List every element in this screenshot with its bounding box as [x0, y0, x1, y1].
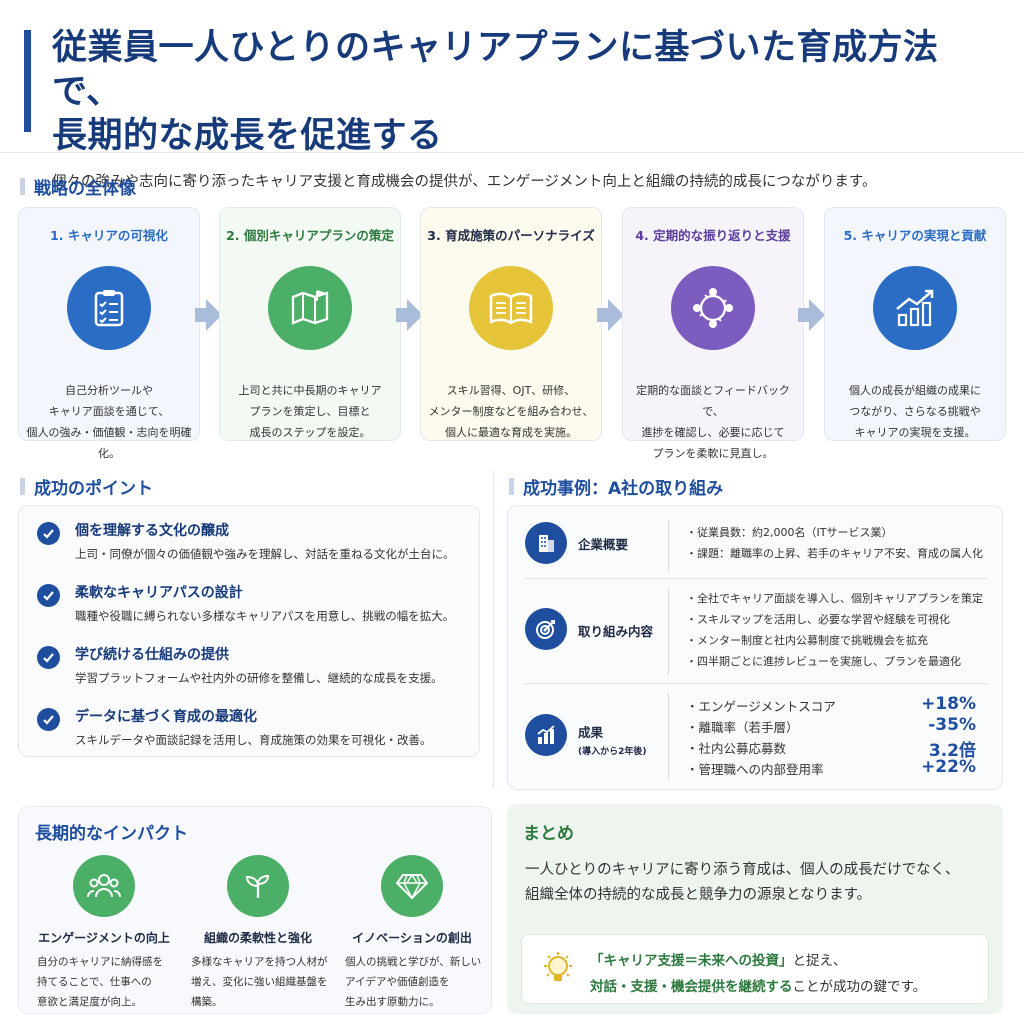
success-points-panel: 個を理解する文化の醸成 上司・同僚が個々の価値観や強みを理解し、対話を重ねる文化…	[18, 505, 480, 757]
step-title: 3. 育成施策のパーソナライズ	[427, 228, 595, 243]
strategy-step-2: 2. 個別キャリアプランの策定 上司と共に中長期のキャリア プランを策定し、目標…	[219, 207, 401, 441]
step-title: 2. 個別キャリアプランの策定	[226, 228, 394, 243]
header-accent-bar	[24, 30, 31, 132]
result-item: エンゲージメントスコア+18%	[686, 694, 976, 717]
step-description: 個人の成長が組織の成果に つながり、さらなる挑戦や キャリアの実現を支援。	[849, 384, 981, 439]
lightbulb-icon	[538, 949, 578, 989]
result-item: 管理職への内部登用率+22%	[686, 757, 976, 780]
step-title: 5. キャリアの実現と貢献	[843, 228, 987, 243]
open-book-icon	[469, 266, 553, 350]
strategy-step-5: 5. キャリアの実現と貢献 個人の成長が組織の成果に つながり、さらなる挑戦や …	[824, 207, 1006, 441]
summary-text: 一人ひとりのキャリアに寄り添う育成は、個人の成長だけでなく、 組織全体の持続的な…	[525, 862, 960, 903]
column-divider	[493, 470, 494, 788]
case-results-row: 成果 (導入から2年後) エンゲージメントスコア+18% 離職率（若手層）-35…	[508, 694, 1004, 786]
clipboard-checklist-icon	[67, 266, 151, 350]
step-description: 定期的な面談とフィードバックで、 進捗を確認し、必要に応じて プランを柔軟に見直…	[636, 384, 790, 460]
arrow-right-icon	[798, 299, 825, 331]
case-results-note: (導入から2年後)	[578, 747, 647, 757]
check-circle-icon	[37, 708, 60, 731]
strategy-step-1: 1. キャリアの可視化 自己分析ツールや キャリア面談を通じて、 個人の強み・価…	[18, 207, 200, 460]
summary-panel: まとめ 一人ひとりのキャリアに寄り添う育成は、個人の成長だけでなく、 組織全体の…	[507, 804, 1003, 1014]
success-point-item: 柔軟なキャリアパスの設計 職種や役職に縛られない多様なキャリアパスを用意し、挑戦…	[35, 582, 475, 624]
case-actions-row: 取り組み内容 全社でキャリア面談を導入し、個別キャリアプランを策定 スキルマップ…	[508, 588, 1004, 680]
impact-title: 長期的なインパクト	[35, 824, 188, 844]
impact-item: エンゲージメントの向上 自分のキャリアに納得感を 持てることで、仕事への 意欲と…	[29, 855, 179, 1012]
sprout-icon	[227, 855, 289, 917]
check-circle-icon	[37, 584, 60, 607]
arrow-right-icon	[195, 299, 222, 331]
title-line-1: 従業員一人ひとりのキャリアプランに基づいた育成方法で、	[52, 28, 939, 112]
step-description: 自己分析ツールや キャリア面談を通じて、 個人の強み・価値観・志向を明確化。	[26, 384, 192, 460]
strategy-step-3: 3. 育成施策のパーソナライズ スキル習得、OJT、研修、 メンター制度などを組…	[420, 207, 602, 441]
success-point-item: データに基づく育成の最適化 スキルデータや面談記録を活用し、育成施策の効果を可視…	[35, 706, 475, 748]
case-overview-row: 企業概要 従業員数：約2,000名（ITサービス業） 課題：離職率の上昇、若手の…	[508, 520, 1004, 580]
bar-chart-icon	[525, 714, 567, 756]
impact-item: イノベーションの創出 個人の挑戦と学びが、新しい アイデアや価値創造を 生み出す…	[337, 855, 487, 1012]
check-circle-icon	[37, 646, 60, 669]
group-people-icon	[73, 855, 135, 917]
building-icon	[525, 522, 567, 564]
case-actions-list: 全社でキャリア面談を導入し、個別キャリアプランを策定 スキルマップを活用し、必要…	[686, 590, 983, 674]
case-study-title: 成功事例：A社の取り組み	[509, 474, 723, 499]
case-results-list: エンゲージメントスコア+18% 離職率（若手層）-35% 社内公募応募数3.2倍…	[686, 694, 976, 780]
page-header: 従業員一人ひとりのキャリアプランに基づいた育成方法で、 長期的な成長を促進する …	[24, 26, 1004, 191]
result-item: 離職率（若手層）-35%	[686, 715, 976, 738]
impact-item: 組織の柔軟性と強化 多様なキャリアを持つ人材が 増え、変化に強い組織基盤を 構築…	[183, 855, 333, 1012]
people-cycle-icon	[671, 266, 755, 350]
success-points-title: 成功のポイント	[20, 474, 153, 499]
header-divider	[0, 152, 1024, 153]
case-actions-label: 取り組み内容	[578, 624, 654, 639]
success-point-item: 学び続ける仕組みの提供 学習プラットフォームや社内外の研修を整備し、継続的な成長…	[35, 644, 475, 686]
step-title: 1. キャリアの可視化	[50, 228, 168, 243]
strategy-steps: 1. キャリアの可視化 自己分析ツールや キャリア面談を通じて、 個人の強み・価…	[18, 207, 1006, 460]
arrow-right-icon	[396, 299, 423, 331]
step-description: スキル習得、OJT、研修、 メンター制度などを組み合わせ、 個人に最適な育成を実…	[428, 384, 594, 439]
case-results-label: 成果 (導入から2年後)	[578, 725, 647, 757]
target-icon	[525, 608, 567, 650]
case-overview-label: 企業概要	[578, 537, 629, 552]
result-value: +18%	[921, 694, 976, 714]
result-value: +22%	[921, 757, 976, 777]
page-subtitle: 個々の強みや志向に寄り添ったキャリア支援と育成機会の提供が、エンゲージメント向上…	[52, 174, 877, 190]
summary-key-message: 「キャリア支援＝未来への投資」と捉え、 対話・支援・機会提供を継続することが成功…	[521, 934, 989, 1004]
diamond-icon	[381, 855, 443, 917]
growth-chart-icon	[873, 266, 957, 350]
summary-title: まとめ	[523, 824, 574, 844]
strategy-step-4: 4. 定期的な振り返りと支援 定期的な面談とフィードバックで、 進捗を確認し、必…	[622, 207, 804, 460]
strategy-section-title: 戦略の全体像	[20, 174, 136, 199]
case-overview-list: 従業員数：約2,000名（ITサービス業） 課題：離職率の上昇、若手のキャリア不…	[686, 524, 983, 566]
map-flag-icon	[268, 266, 352, 350]
step-title: 4. 定期的な振り返りと支援	[635, 228, 791, 243]
page-title: 従業員一人ひとりのキャリアプランに基づいた育成方法で、 長期的な成長を促進する	[52, 26, 1004, 158]
step-description: 上司と共に中長期のキャリア プランを策定し、目標と 成長のステップを設定。	[238, 384, 382, 439]
check-circle-icon	[37, 522, 60, 545]
arrow-right-icon	[597, 299, 624, 331]
success-point-item: 個を理解する文化の醸成 上司・同僚が個々の価値観や強みを理解し、対話を重ねる文化…	[35, 520, 475, 562]
result-value: 3.2倍	[928, 741, 976, 761]
result-value: -35%	[928, 715, 976, 735]
case-study-panel: 企業概要 従業員数：約2,000名（ITサービス業） 課題：離職率の上昇、若手の…	[507, 505, 1003, 790]
impact-panel: 長期的なインパクト エンゲージメントの向上 自分のキャリアに納得感を 持てること…	[18, 806, 492, 1014]
title-line-2: 長期的な成長を促進する	[52, 116, 443, 156]
